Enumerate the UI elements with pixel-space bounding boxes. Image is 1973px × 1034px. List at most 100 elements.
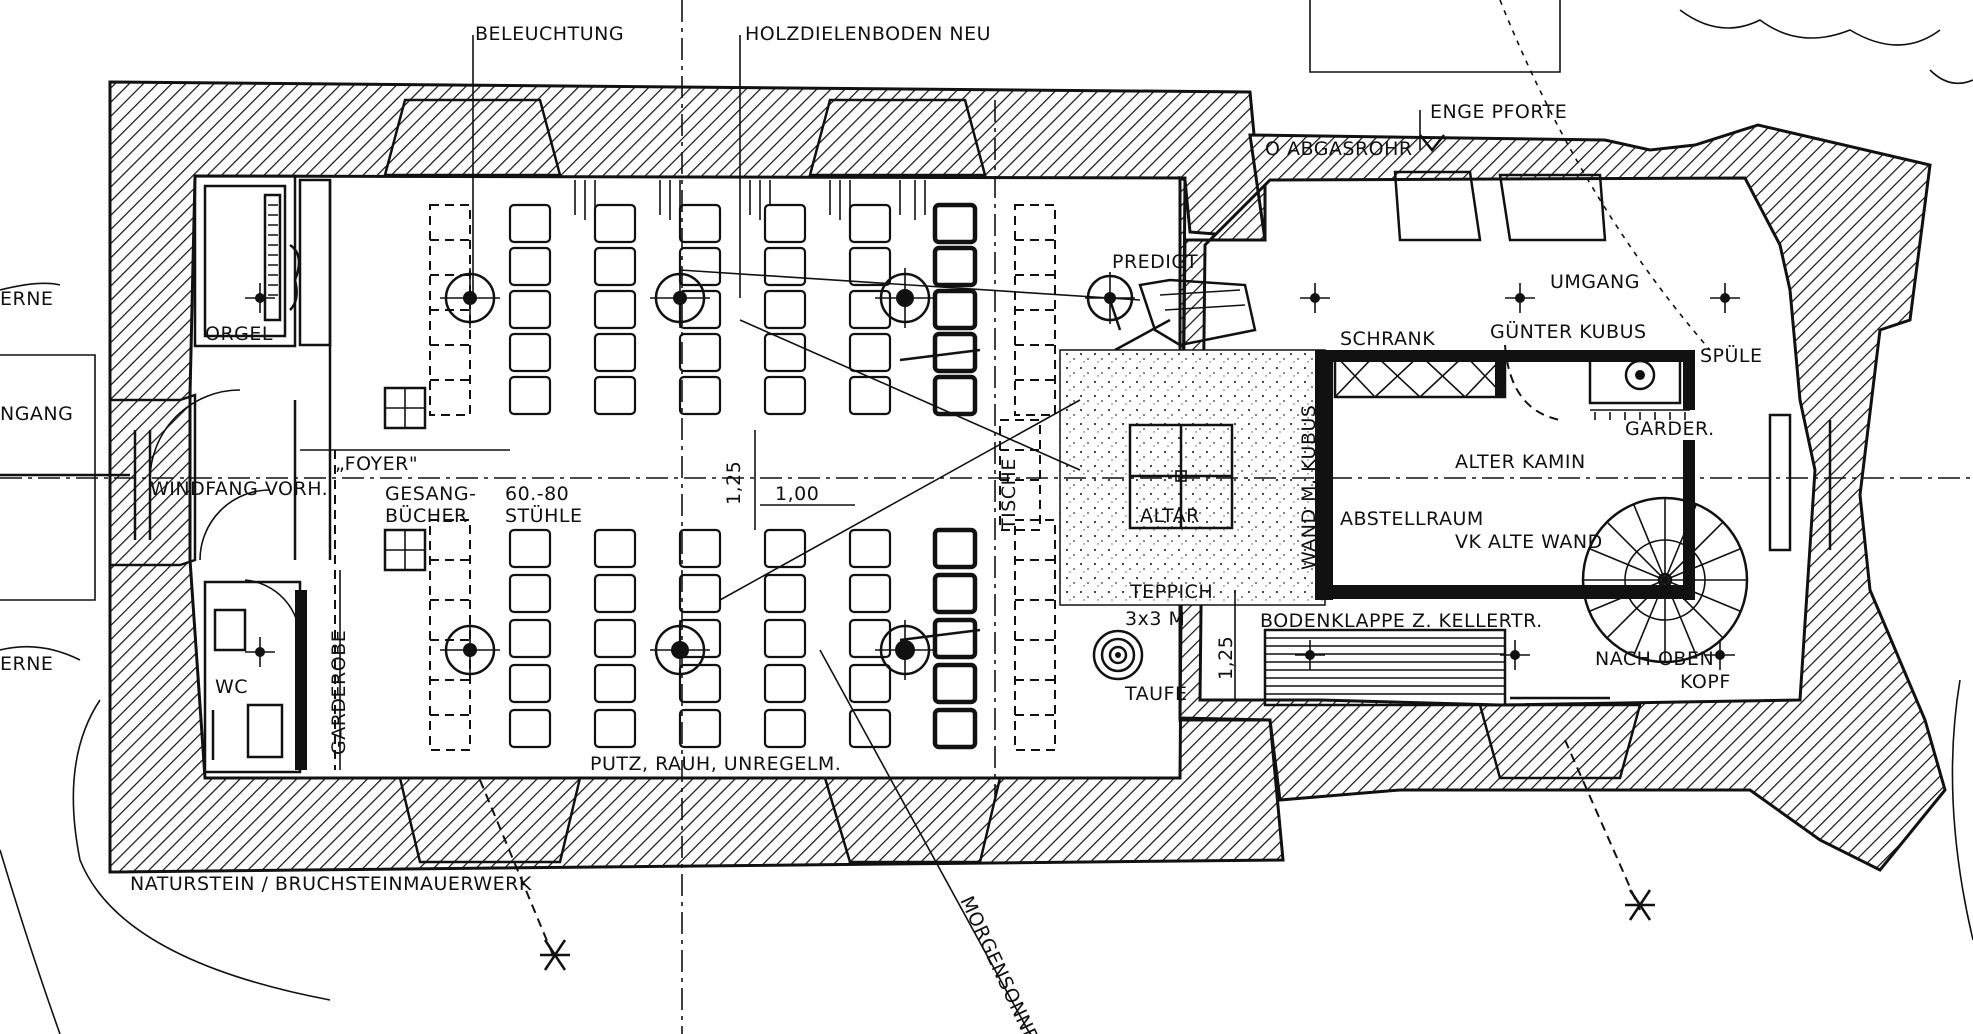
chair — [763, 573, 807, 614]
stair-tread — [1664, 579, 1698, 657]
label-abgasrohr: O ABGASROHR — [1265, 138, 1413, 160]
light-cross-umgang-1 — [1300, 283, 1330, 313]
chair — [678, 203, 722, 244]
chair — [763, 203, 807, 244]
chair — [932, 662, 978, 705]
windows-top — [383, 98, 1607, 242]
chair — [678, 663, 722, 704]
label-dim-100: 1,00 — [775, 483, 819, 505]
chair — [848, 708, 892, 749]
wood-floor-strip — [574, 180, 926, 220]
light-cross-wc — [245, 637, 275, 667]
label-tische: TISCHE — [998, 458, 1020, 531]
chair — [848, 663, 892, 704]
light-fixture-6 — [650, 620, 710, 680]
organ-room — [193, 174, 332, 348]
label-taufe: TAUFE — [1124, 683, 1187, 705]
chair — [848, 246, 892, 287]
stair-tread — [1664, 579, 1724, 639]
chair — [508, 528, 552, 569]
light-cross-kellertr-1 — [1295, 640, 1325, 670]
label-windfang: WINDFANG VORH. — [150, 478, 328, 500]
stair-tread — [1664, 503, 1698, 581]
label-alter-kamin: ALTER KAMIN — [1455, 451, 1586, 473]
chair — [932, 527, 978, 570]
chair — [678, 332, 722, 373]
chair — [678, 573, 722, 614]
light-fixture-7 — [875, 620, 935, 680]
label-stuhle-count: 60.-80 — [505, 483, 569, 505]
chair — [932, 617, 978, 660]
stair-tread — [1632, 579, 1666, 657]
spiral-treads — [1583, 498, 1747, 662]
chair — [508, 289, 552, 330]
text-labels: BELEUCHTUNG HOLZDIELENBODEN NEU O ABGASR… — [0, 23, 1762, 1034]
chair — [848, 332, 892, 373]
label-enge-pforte: ENGE PFORTE — [1430, 101, 1567, 123]
label-wc: WC — [215, 676, 248, 698]
label-umgang: UMGANG — [1550, 271, 1640, 293]
stair-tread — [1664, 579, 1742, 613]
spiral-staircase — [1581, 496, 1749, 664]
chair — [593, 375, 637, 416]
foyer-walls — [293, 180, 341, 770]
chair — [508, 246, 552, 287]
label-morgensonne: MORGENSONNE — [955, 893, 1042, 1034]
light-cross-orgel — [245, 283, 275, 313]
chair — [508, 332, 552, 373]
pointer-lines — [472, 35, 1641, 1034]
chair — [848, 203, 892, 244]
light-fixtures — [245, 268, 1740, 680]
chair — [678, 528, 722, 569]
cellar-hatch-steps — [1263, 628, 1610, 707]
label-bodenklappe: BODENKLAPPE Z. KELLERTR. — [1260, 610, 1543, 632]
label-putz: PUTZ, RAUH, UNREGELM. — [590, 753, 841, 775]
label-bucher: BÜCHER — [385, 504, 468, 527]
label-predigt: PREDIGT — [1112, 251, 1198, 273]
chair — [678, 246, 722, 287]
chair — [678, 375, 722, 416]
stair-inner-ring — [1624, 539, 1706, 621]
label-schrank: SCHRANK — [1340, 328, 1435, 350]
label-teppich-size: 3x3 M — [1125, 608, 1185, 630]
chair — [763, 332, 807, 373]
chair — [763, 663, 807, 704]
stair-tread — [1588, 547, 1666, 581]
label-garderobe: GARDEROBE — [328, 630, 350, 755]
stair-tread — [1606, 521, 1666, 581]
light-cross-kopf — [1705, 640, 1735, 670]
chair — [763, 375, 807, 416]
stair-tread — [1606, 579, 1666, 639]
baptismal-font — [1092, 629, 1144, 681]
chair — [932, 707, 978, 750]
light-fixture-3 — [875, 268, 935, 328]
label-kopf: KOPF — [1680, 671, 1731, 693]
label-gesang: GESANG- — [385, 483, 476, 505]
book-shelves — [383, 386, 427, 572]
label-naturstein: NATURSTEIN / BRUCHSTEINMAUERWERK — [130, 873, 532, 895]
label-vk-alte-wand: VK ALTE WAND — [1455, 531, 1603, 553]
windows-bottom — [398, 703, 1642, 864]
chair — [932, 572, 978, 615]
chair — [508, 573, 552, 614]
chair — [508, 203, 552, 244]
chair — [593, 246, 637, 287]
stair-tread — [1632, 503, 1666, 581]
label-stuhle: STÜHLE — [505, 504, 582, 527]
chair — [932, 202, 978, 245]
chair — [848, 528, 892, 569]
annex-right-window — [1768, 413, 1832, 552]
chair — [932, 245, 978, 288]
chair — [848, 375, 892, 416]
chair — [678, 708, 722, 749]
dashed-chair-columns — [334, 204, 1056, 770]
stair-tread — [1664, 547, 1742, 581]
chair — [508, 375, 552, 416]
chair — [593, 663, 637, 704]
light-fixture-2 — [650, 268, 710, 328]
label-garder: GARDER. — [1625, 418, 1715, 440]
chair — [848, 573, 892, 614]
